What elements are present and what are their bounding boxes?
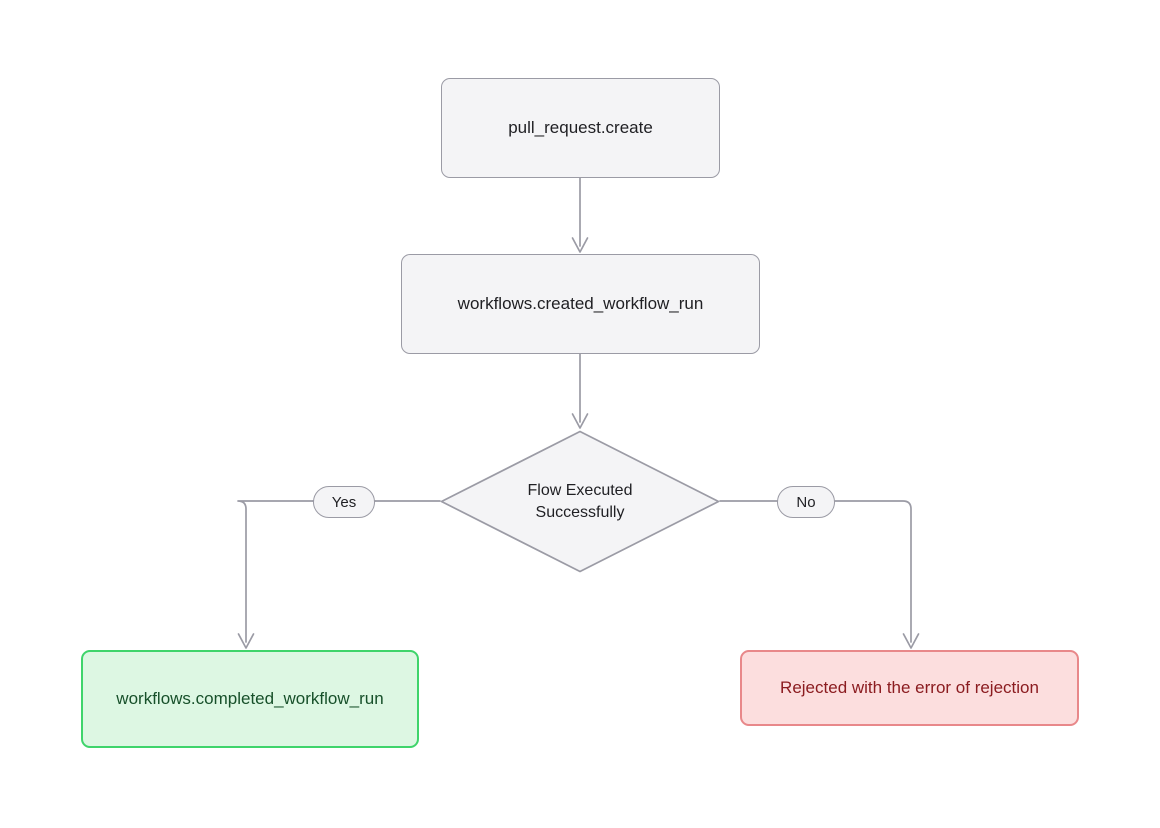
edge-label-text: No (796, 493, 816, 511)
edge-label-text: Yes (331, 493, 357, 511)
node-pull-request-create[interactable]: pull_request.create (441, 78, 720, 178)
node-rejected-error[interactable]: Rejected with the error of rejection (740, 650, 1079, 726)
arrowhead-create-to-workflow-run (571, 237, 589, 253)
arrowhead-yes-to-completed (237, 633, 255, 649)
arrowhead-workflow-run-to-decision (571, 413, 589, 429)
node-label: workflows.completed_workflow_run (116, 689, 384, 709)
edge-label-no: No (777, 486, 835, 518)
edge-no-to-rejected (834, 500, 912, 643)
node-label: Rejected with the error of rejection (780, 678, 1039, 698)
diamond-shape (440, 430, 720, 573)
node-label: Flow Executed Successfully (527, 481, 633, 521)
edge-yes-to-completed (237, 500, 376, 643)
node-label: workflows.created_workflow_run (457, 294, 704, 314)
node-completed-workflow-run[interactable]: workflows.completed_workflow_run (81, 650, 419, 748)
node-label: pull_request.create (508, 118, 653, 138)
arrowhead-no-to-rejected (902, 633, 920, 649)
node-created-workflow-run[interactable]: workflows.created_workflow_run (401, 254, 760, 354)
node-decision-flow-executed[interactable]: Flow Executed Successfully (440, 430, 720, 573)
edge-label-yes: Yes (313, 486, 375, 518)
